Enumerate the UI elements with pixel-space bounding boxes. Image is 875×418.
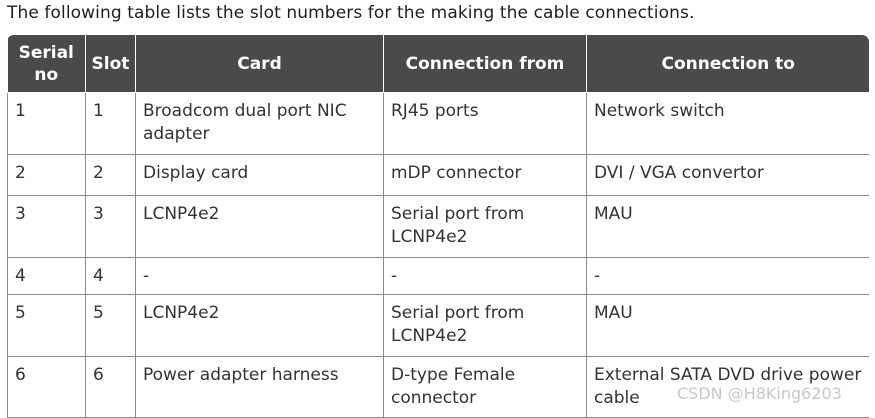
cell-connection-to: MAU bbox=[586, 195, 869, 258]
cell-serial-no: 4 bbox=[7, 257, 86, 295]
cell-connection-to: Network switch bbox=[586, 92, 869, 155]
cell-card: - bbox=[135, 257, 384, 295]
cell-connection-from: - bbox=[383, 257, 587, 295]
cell-connection-to: DVI / VGA convertor bbox=[586, 154, 869, 196]
cell-slot: 2 bbox=[85, 154, 136, 196]
cell-connection-from: D-type Female connector bbox=[383, 356, 587, 418]
cell-slot: 4 bbox=[85, 257, 136, 295]
cell-slot: 6 bbox=[85, 356, 136, 418]
intro-text: The following table lists the slot numbe… bbox=[7, 3, 695, 23]
cell-connection-to: MAU bbox=[586, 294, 869, 357]
header-serial-no: Serial no bbox=[7, 35, 86, 93]
header-connection-to: Connection to bbox=[586, 35, 869, 93]
slot-connections-table: Serial no Slot Card Connection from Conn… bbox=[7, 35, 869, 418]
cell-connection-from: mDP connector bbox=[383, 154, 587, 196]
header-slot: Slot bbox=[85, 35, 136, 93]
cell-card: LCNP4e2 bbox=[135, 195, 384, 258]
cell-card: LCNP4e2 bbox=[135, 294, 384, 357]
cell-connection-to: - bbox=[586, 257, 869, 295]
table-header-row: Serial no Slot Card Connection from Conn… bbox=[7, 35, 869, 93]
cell-serial-no: 3 bbox=[7, 195, 86, 258]
table-row: 2 2 Display card mDP connector DVI / VGA… bbox=[7, 154, 869, 196]
header-card: Card bbox=[135, 35, 384, 93]
watermark-text: CSDN @H8King6203 bbox=[677, 384, 842, 403]
table-row: 1 1 Broadcom dual port NIC adapter RJ45 … bbox=[7, 92, 869, 155]
cell-serial-no: 5 bbox=[7, 294, 86, 357]
cell-serial-no: 6 bbox=[7, 356, 86, 418]
cell-connection-to: External SATA DVD drive power cable bbox=[586, 356, 869, 418]
cell-card: Display card bbox=[135, 154, 384, 196]
cell-connection-from: Serial port from LCNP4e2 bbox=[383, 195, 587, 258]
cell-connection-from: RJ45 ports bbox=[383, 92, 587, 155]
header-connection-from: Connection from bbox=[383, 35, 587, 93]
cell-slot: 5 bbox=[85, 294, 136, 357]
slot-connections-table-container: Serial no Slot Card Connection from Conn… bbox=[7, 35, 869, 418]
cell-slot: 1 bbox=[85, 92, 136, 155]
table-row: 5 5 LCNP4e2 Serial port from LCNP4e2 MAU bbox=[7, 294, 869, 357]
table-row: 3 3 LCNP4e2 Serial port from LCNP4e2 MAU bbox=[7, 195, 869, 258]
cell-card: Power adapter harness bbox=[135, 356, 384, 418]
table-row: 6 6 Power adapter harness D-type Female … bbox=[7, 356, 869, 418]
cell-serial-no: 2 bbox=[7, 154, 86, 196]
table-row: 4 4 - - - bbox=[7, 257, 869, 295]
cell-connection-from: Serial port from LCNP4e2 bbox=[383, 294, 587, 357]
cell-serial-no: 1 bbox=[7, 92, 86, 155]
cell-slot: 3 bbox=[85, 195, 136, 258]
cell-card: Broadcom dual port NIC adapter bbox=[135, 92, 384, 155]
